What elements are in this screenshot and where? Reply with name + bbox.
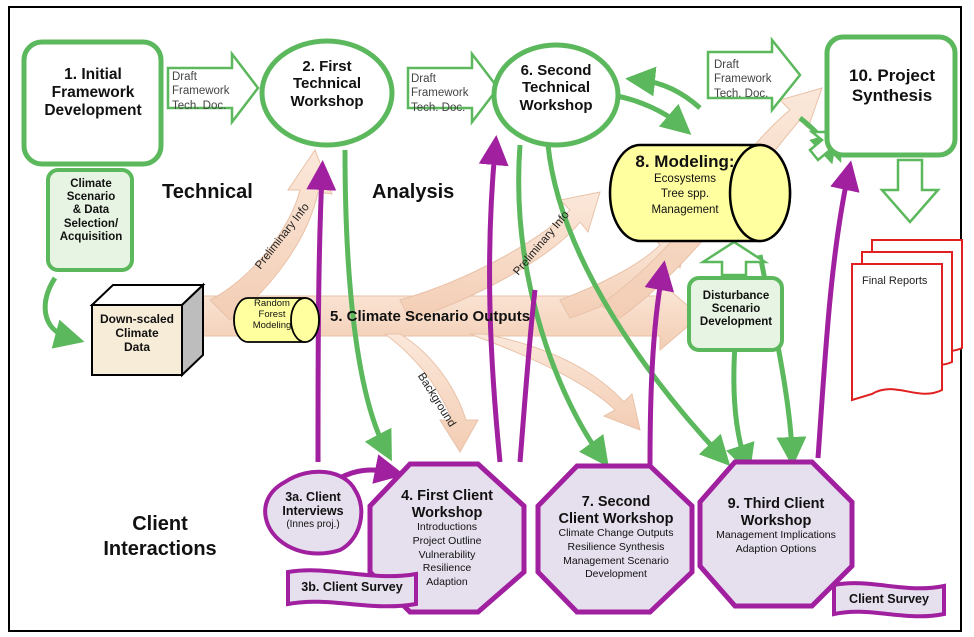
- client-survey-3b-banner: [286, 568, 418, 609]
- first-technical-workshop: [259, 38, 395, 148]
- project-synthesis-box: [824, 34, 958, 158]
- second-client-flow-arrow: [469, 333, 641, 431]
- client-arrows: [306, 135, 860, 484]
- modeling-up-arrow: [698, 240, 770, 277]
- client-survey-banner: [832, 581, 946, 619]
- section-analysis: Analysis: [372, 181, 455, 203]
- downscaled-data-box: [89, 282, 206, 378]
- client-interviews-label: 3a. Client Interviews (Innes proj.): [282, 490, 344, 530]
- section-client-line2: Interactions: [103, 538, 217, 560]
- draft-doc-arrow-1: [166, 50, 260, 126]
- green-boxes: [21, 34, 958, 352]
- modeling-cylinder: [608, 143, 792, 243]
- third-client-workshop: [697, 459, 855, 609]
- final-reports-label: Final Reports: [862, 275, 928, 287]
- disturbance-box: [687, 276, 784, 352]
- background-arrow: [383, 333, 479, 453]
- synthesis-down-arrow: [879, 158, 941, 224]
- second-client-workshop: [535, 463, 695, 615]
- climate-outputs-label: 5. Climate Scenario Outputs: [330, 308, 531, 325]
- draft-doc-arrow-3: [706, 36, 802, 114]
- client-survey-label: Client Survey: [849, 592, 929, 606]
- random-forest-cylinder: [233, 297, 320, 343]
- technical-workshops: [259, 38, 621, 148]
- preliminary-info-arrow-1: [209, 148, 333, 321]
- draft-doc-arrows: [166, 36, 941, 277]
- climate-selection-box: [46, 168, 134, 272]
- section-client-line1: Client: [132, 513, 188, 535]
- modeling-title: 8. Modeling:: [635, 152, 735, 171]
- draft-doc-arrow-2: [406, 50, 500, 126]
- modeling-item: Management: [651, 203, 719, 216]
- final-reports-doc: [851, 239, 963, 402]
- section-client-interactions: Client Interactions: [100, 512, 220, 562]
- section-technical: Technical: [162, 181, 253, 203]
- initial-framework-box: [21, 39, 164, 167]
- modeling-item: Tree spp.: [660, 188, 710, 201]
- modeling-item: Ecosystems: [654, 172, 716, 185]
- modeling-label: 8. Modeling: Ecosystems Tree spp. Manage…: [615, 152, 755, 218]
- second-technical-workshop: [491, 42, 621, 148]
- client-interviews-shape: [263, 469, 364, 556]
- client-survey-3b-label: 3b. Client Survey: [301, 580, 403, 594]
- preliminary-info-arrow-2: [399, 191, 601, 321]
